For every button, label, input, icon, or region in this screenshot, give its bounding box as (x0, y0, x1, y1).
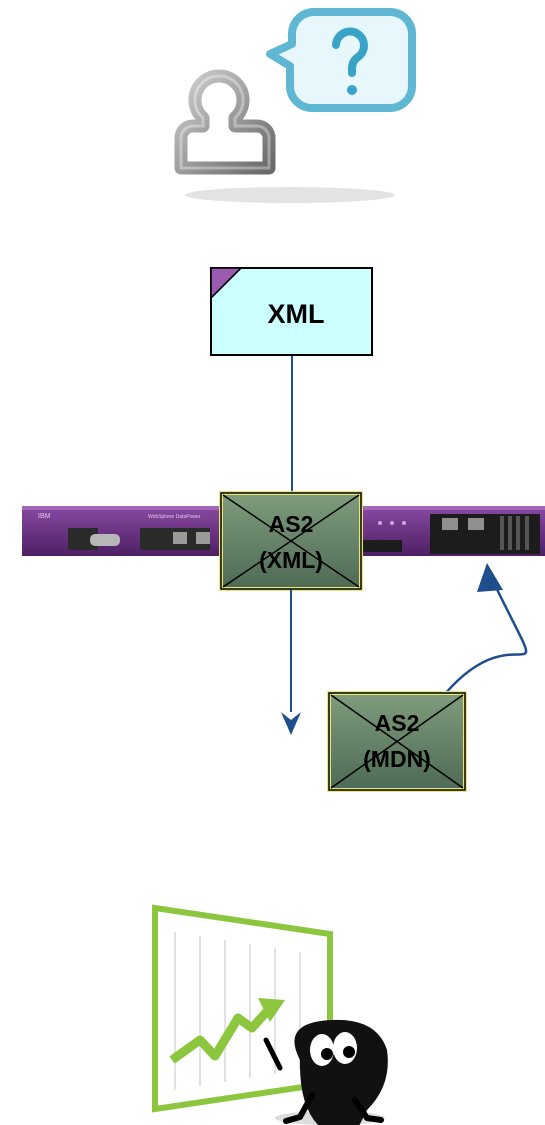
as2-xml-envelope: AS2 (XML) (219, 491, 363, 591)
as2-mdn-line1: AS2 (375, 710, 420, 736)
arrowhead-down (281, 712, 301, 735)
appliance-brand: IBM (38, 513, 51, 520)
xml-document: XML (210, 267, 373, 356)
as2-xml-line2: (XML) (259, 547, 323, 573)
connector-mdn-return (439, 574, 528, 701)
appliance-model: WebSphere DataPower (148, 514, 201, 520)
serial-port-icon (90, 534, 120, 546)
user-question-icon (174, 8, 416, 203)
ethernet-port-icon (442, 518, 458, 530)
as2-xml-line1: AS2 (269, 511, 314, 537)
character-icon (263, 1019, 388, 1125)
xml-label: XML (268, 299, 325, 329)
ethernet-port-icon (196, 532, 210, 544)
arrowhead-up (477, 563, 503, 592)
as2-mdn-envelope: AS2 (MDN) (327, 691, 467, 792)
as2-mdn-line2: (MDN) (363, 746, 431, 772)
ethernet-port-icon (173, 532, 187, 544)
question-bubble-icon (266, 8, 416, 112)
trend-up-arrow-icon (169, 1004, 274, 1064)
ethernet-port-icon (468, 518, 484, 530)
trading-partner-figure (152, 904, 388, 1125)
